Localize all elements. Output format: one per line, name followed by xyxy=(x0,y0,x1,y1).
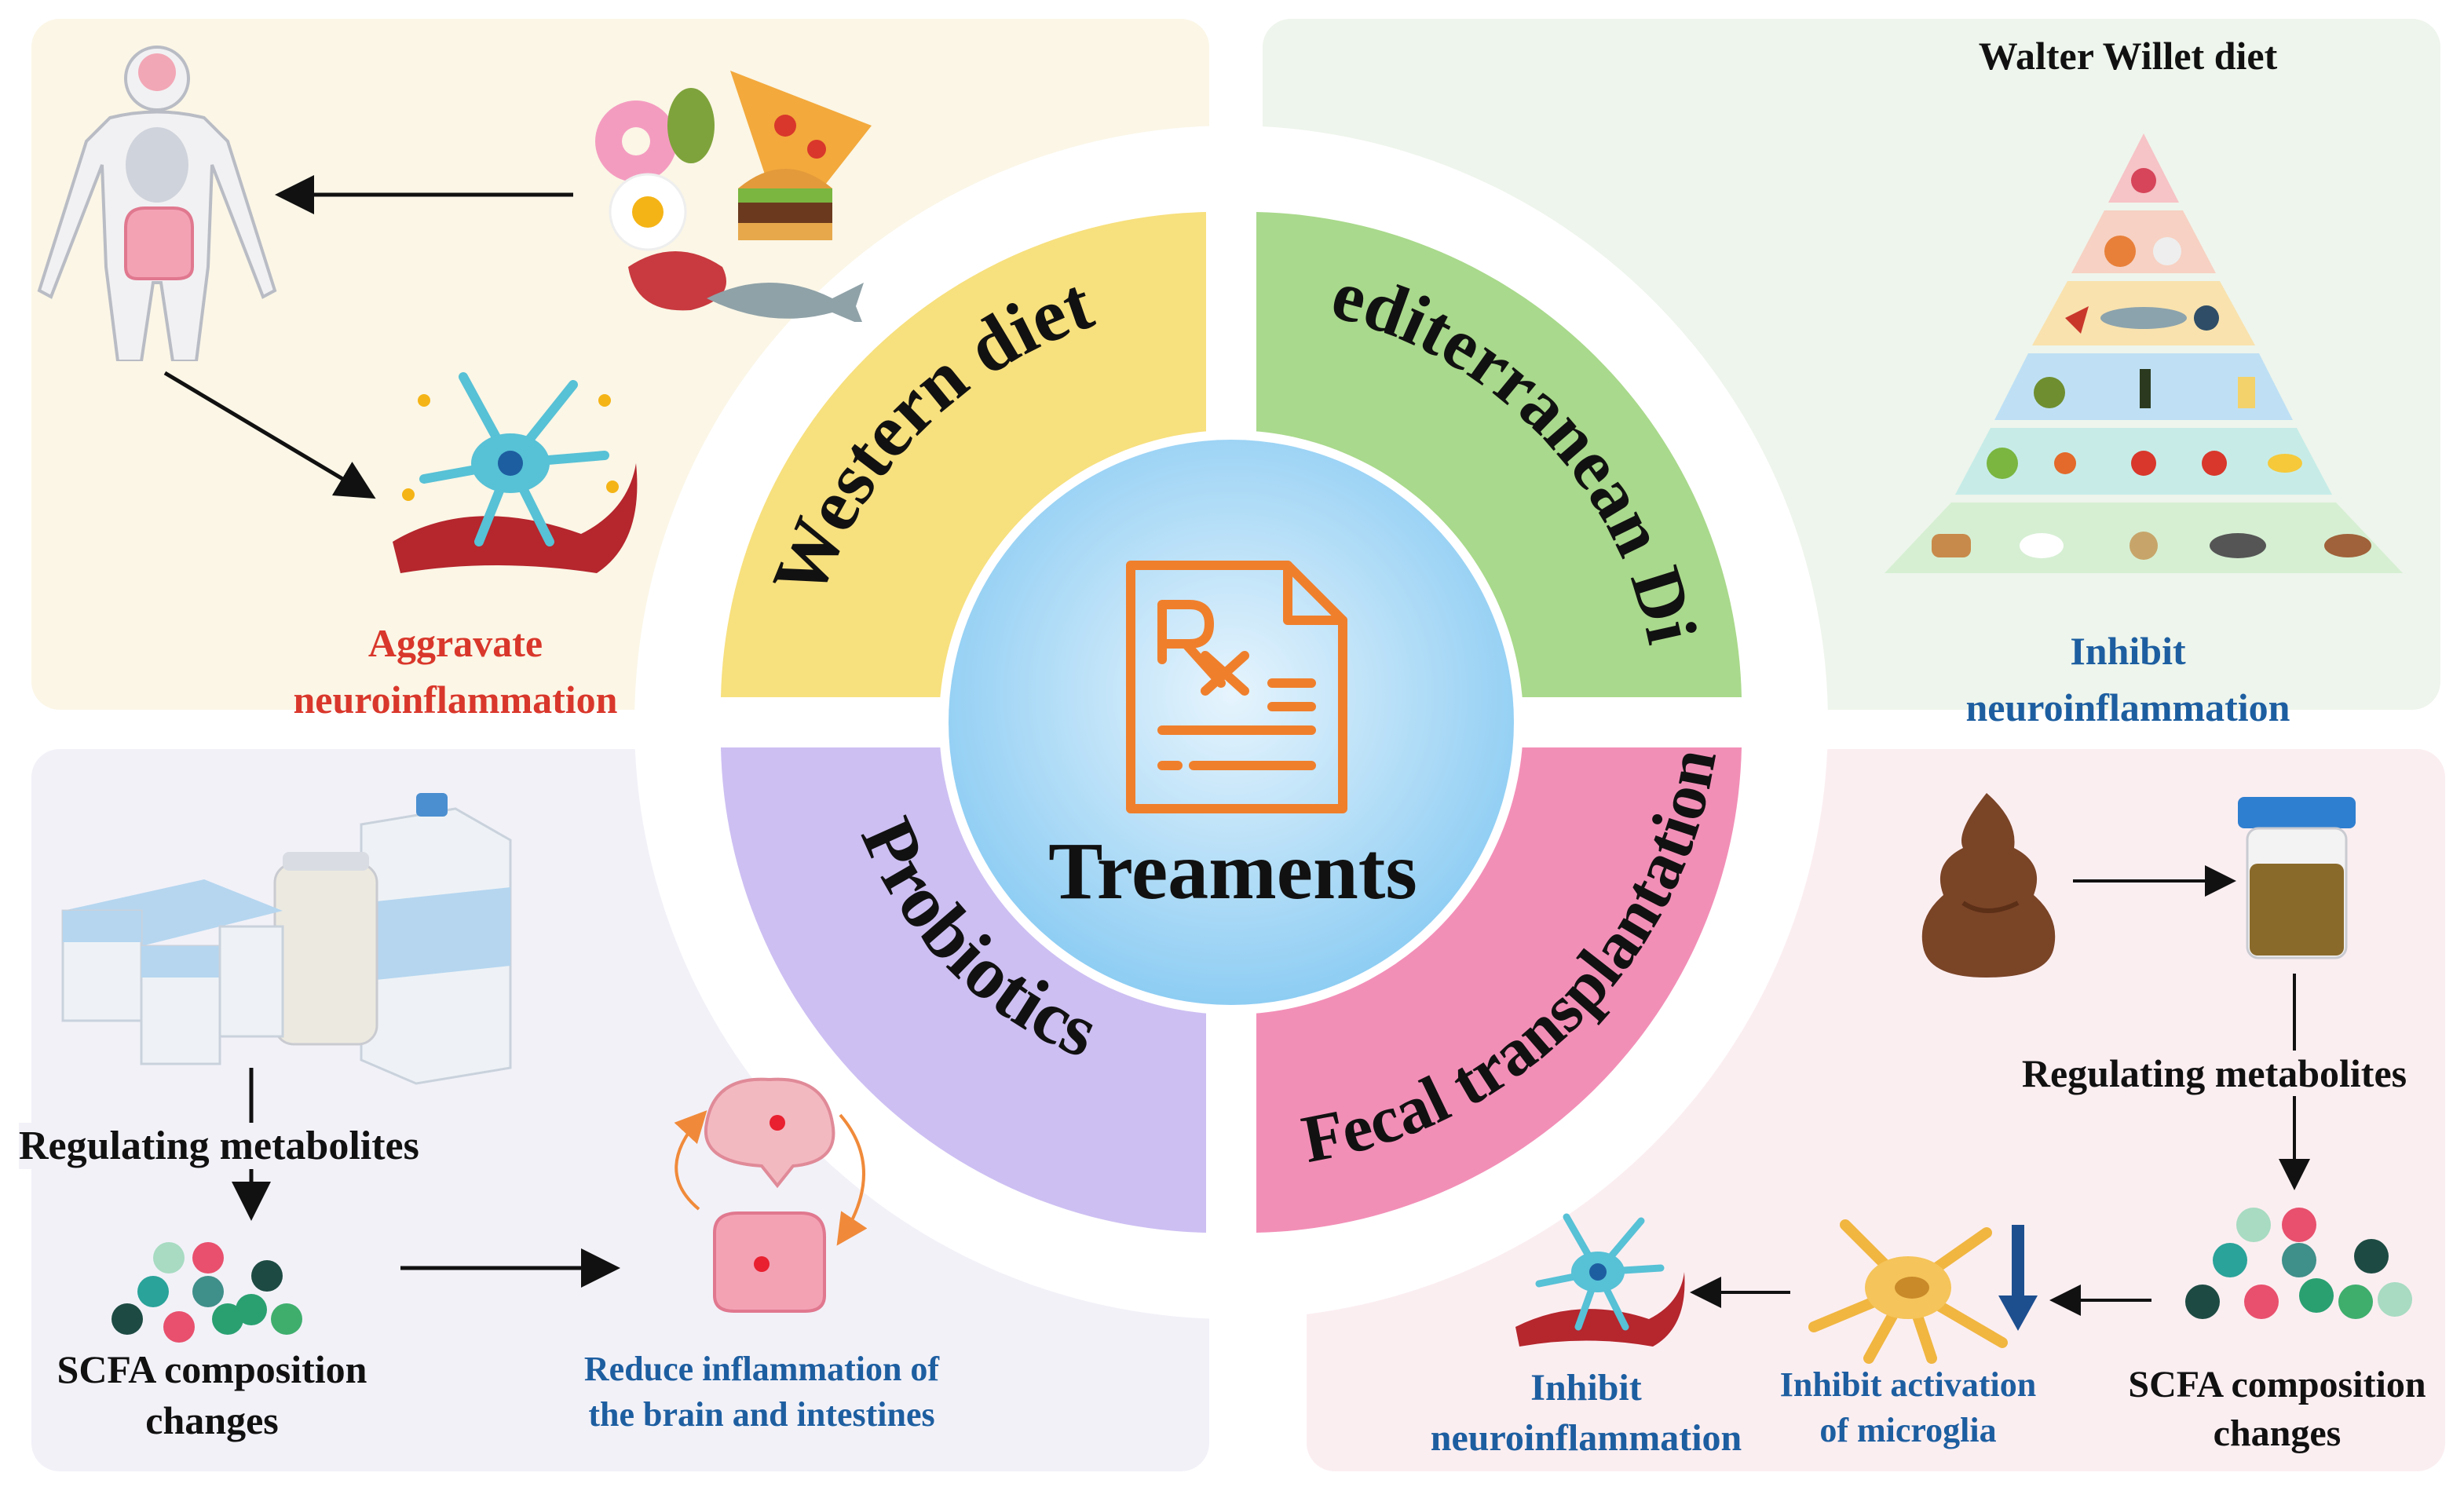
fecal-outcome-line1: Inhibit xyxy=(1530,1367,1642,1409)
western-outcome-line1: Aggravate xyxy=(367,621,543,665)
brain-icon xyxy=(138,53,176,91)
probiotics-outcome-line2: the brain and intestines xyxy=(588,1395,935,1434)
brain-icon xyxy=(704,1077,835,1189)
mediterranean-outcome-line2: neuroinflammation xyxy=(1965,685,2290,729)
center-title: Treaments xyxy=(1048,826,1417,916)
fish-icon xyxy=(707,283,864,322)
brain-gut-axis-icon xyxy=(674,1077,868,1313)
prescription-document-icon xyxy=(1126,561,1347,813)
probiotics-step2-line1: SCFA composition xyxy=(57,1347,367,1391)
sample-container-icon xyxy=(2238,797,2356,959)
western-diet-segment xyxy=(721,212,1206,697)
inflamed-neuron-icon-2 xyxy=(1515,1213,1685,1347)
burger-icon xyxy=(738,169,832,240)
fecal-transplantation-segment xyxy=(1256,747,1742,1233)
mediterranean-diet-segment xyxy=(1256,212,1742,697)
mediterranean-outcome-line1: Inhibit xyxy=(2070,629,2186,673)
avocado-icon xyxy=(667,88,715,163)
food-pyramid xyxy=(1885,133,2403,573)
probiotics-outcome-line1: Reduce inflammation of xyxy=(583,1350,940,1388)
intestine-icon xyxy=(124,206,194,280)
dairy-products-icon xyxy=(61,793,512,1085)
pyramid-food-icons xyxy=(1932,168,2371,560)
fecal-step3-line1: Inhibit activation xyxy=(1779,1365,2037,1404)
inflamed-neuron-icon xyxy=(393,372,638,573)
jar-icon xyxy=(273,852,378,1046)
fecal-step2-line2: changes xyxy=(2213,1412,2342,1454)
probiotics-step1-label: Regulating metabolites xyxy=(19,1123,419,1169)
steak-icon xyxy=(628,251,726,311)
pyramid-title: Walter Willet diet xyxy=(1978,34,2278,78)
milk-carton-icon xyxy=(360,793,512,1085)
fecal-step1-label: Regulating metabolites xyxy=(1994,1051,2434,1096)
western-outcome-line2: neuroinflammation xyxy=(293,678,618,722)
probiotics-segment xyxy=(721,747,1206,1233)
scfa-molecules-icon xyxy=(112,1242,302,1343)
yogurt-cups-icon xyxy=(61,879,284,1065)
western-arrows xyxy=(163,175,573,499)
fecal-outcome-line2: neuroinflammation xyxy=(1430,1417,1742,1459)
human-body-icon xyxy=(37,46,277,361)
pizza-icon xyxy=(730,71,872,236)
probiotics-step2-line2: changes xyxy=(145,1398,279,1442)
intestine-icon xyxy=(713,1211,826,1313)
fecal-step2-line1: SCFA composition xyxy=(2128,1364,2426,1405)
pyramid-tier-dairy xyxy=(2071,210,2216,273)
stool-icon xyxy=(1921,793,2056,978)
scfa-molecules-icon-2 xyxy=(2185,1208,2412,1319)
junk-food-icon xyxy=(595,71,872,322)
microglia-icon xyxy=(1808,1219,2008,1364)
fecal-step3-line2: of microglia xyxy=(1819,1411,1997,1449)
down-arrow-icon xyxy=(1998,1225,2038,1331)
